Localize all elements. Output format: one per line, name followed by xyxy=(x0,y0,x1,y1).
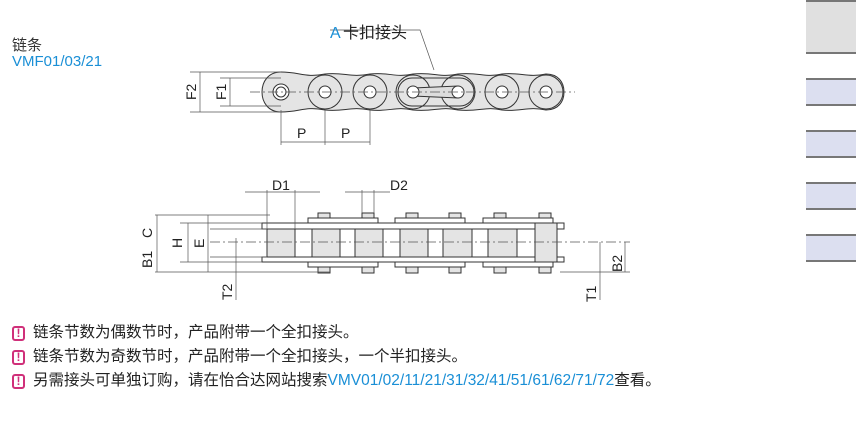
callout-prefix: A xyxy=(330,25,341,42)
warning-icon: ! xyxy=(12,325,25,341)
callout-text: 卡扣接头 xyxy=(343,24,407,42)
product-title: 链条 xyxy=(12,37,43,54)
table-row xyxy=(806,182,856,210)
label-c: C xyxy=(139,228,155,238)
label-d1: D1 xyxy=(272,177,290,193)
label-e: E xyxy=(191,239,207,248)
warning-icon: ! xyxy=(12,373,25,389)
label-p1: P xyxy=(297,125,306,141)
label-h: H xyxy=(169,238,185,248)
label-p2: P xyxy=(341,125,350,141)
note-item: !链条节数为奇数节时，产品附带一个全扣接头，一个半扣接头。 xyxy=(12,345,661,369)
label-f2: F2 xyxy=(183,83,199,100)
connector-search-link[interactable]: VMV01/02/11/21/31/32/41/51/61/62/71/72 xyxy=(327,372,615,389)
label-d2: D2 xyxy=(390,177,408,193)
product-codes[interactable]: VMF01/03/21 xyxy=(12,53,103,70)
label-t1: T1 xyxy=(583,285,599,302)
label-b1: B1 xyxy=(139,251,155,268)
notes-list: !链条节数为偶数节时，产品附带一个全扣接头。 !链条节数为奇数节时，产品附带一个… xyxy=(12,321,661,393)
chain-drawing: A 卡扣接头 F2 F1 P P D1 D2 B1 C H E T2 B2 T1 xyxy=(139,24,630,302)
label-f1: F1 xyxy=(213,83,229,100)
table-row xyxy=(806,130,856,158)
chain-side-view xyxy=(261,212,565,274)
note-item: !链条节数为偶数节时，产品附带一个全扣接头。 xyxy=(12,321,661,345)
table-header-cell xyxy=(806,0,856,54)
table-row xyxy=(806,234,856,262)
table-row xyxy=(806,78,856,106)
label-b2: B2 xyxy=(609,255,625,272)
label-t2: T2 xyxy=(219,283,235,300)
warning-icon: ! xyxy=(12,349,25,365)
